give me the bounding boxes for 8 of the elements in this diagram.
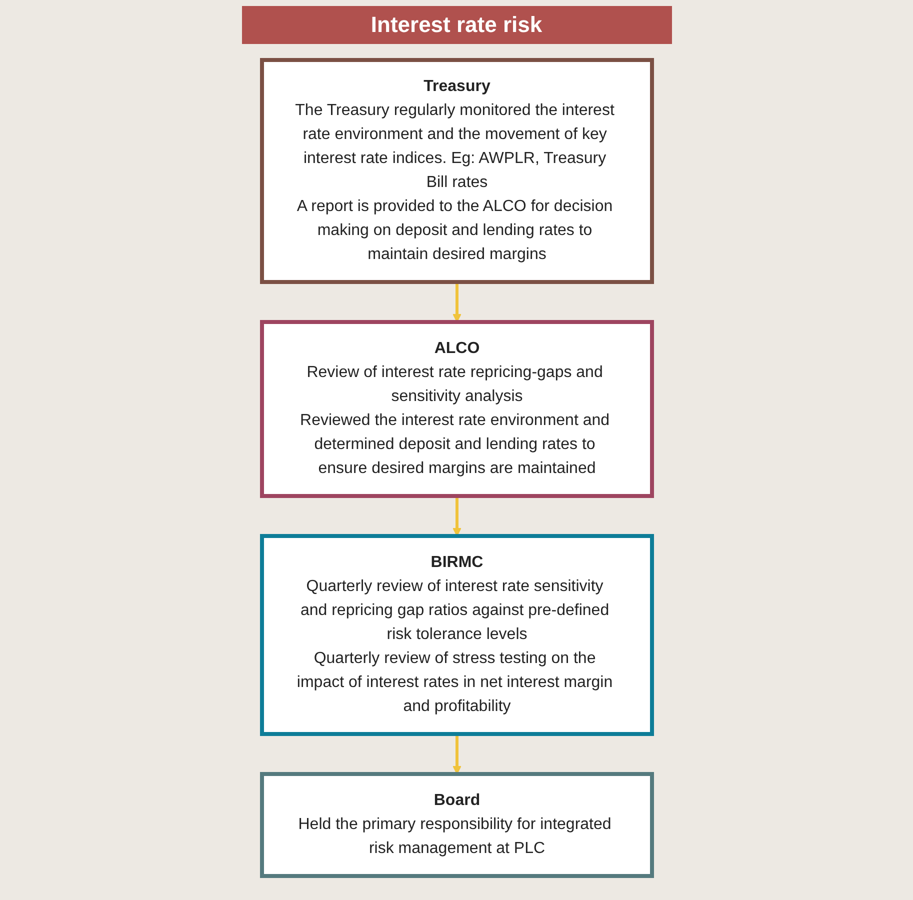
node-box: BIRMC Quarterly review of interest rate sensitivity and repricing gap ratios against pre-defined risk tolerance levels Quarterly review of stress testing on the impact of interest rates in net interest margin and profitability	[260, 534, 654, 736]
arrow	[452, 734, 461, 774]
node-box: ALCO Review of interest rate repricing-gaps and sensitivity analysis Reviewed the interest rate environment and determined deposit and lending rates to ensure desired margins are maintained	[260, 320, 654, 498]
node-box: Board Held the primary responsibility for integrated risk management at PLC	[260, 772, 654, 878]
diagram-title: Interest rate risk	[242, 6, 672, 44]
arrow	[452, 282, 461, 322]
arrow	[452, 496, 461, 536]
node-box: Treasury The Treasury regularly monitored the interest rate environment and the movement of key interest rate indices. Eg: AWPLR, Treasury Bill rates A report is provided to the ALCO for decision making on deposit and lending rates to maintain desired margins	[260, 58, 654, 284]
